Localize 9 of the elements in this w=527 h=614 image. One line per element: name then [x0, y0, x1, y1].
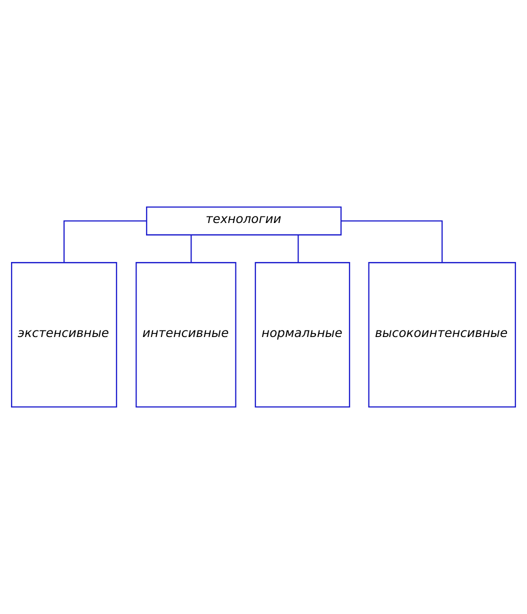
node-box: экстенсивные [11, 262, 118, 408]
connector [190, 234, 192, 263]
node-box: интенсивные [136, 262, 236, 408]
node-box: высокоинтенсивные [368, 262, 516, 408]
connector [298, 234, 299, 263]
connector [341, 220, 443, 262]
connector [63, 220, 147, 262]
node-box: технологии [146, 206, 342, 236]
node-box: нормальные [254, 262, 350, 408]
